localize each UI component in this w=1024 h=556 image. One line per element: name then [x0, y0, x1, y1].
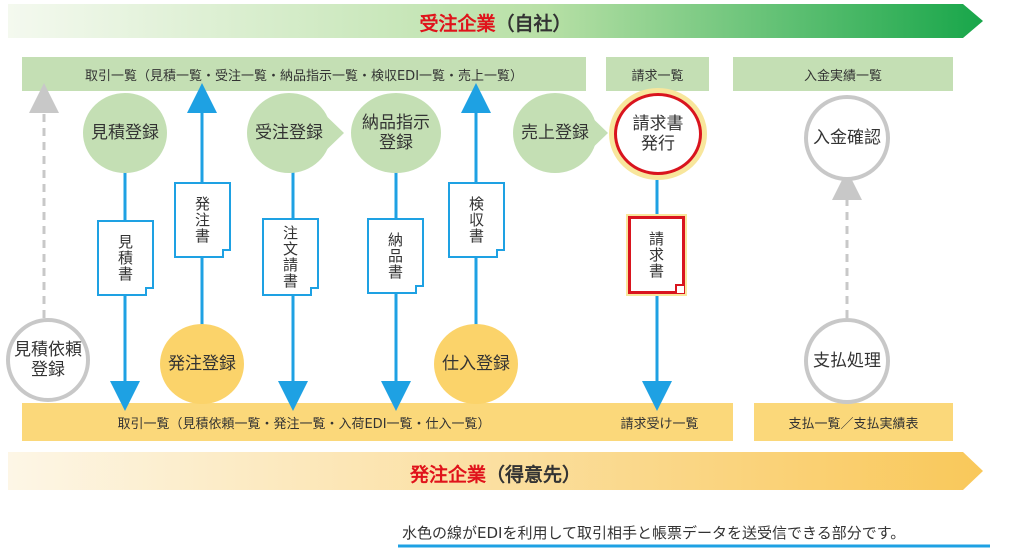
- top-banner-company: 受注企業: [419, 13, 496, 35]
- doc-invoice: 請求書: [628, 216, 685, 294]
- doc-delivery-label: 納品書: [386, 232, 404, 280]
- circle-quote-request-registration: 見積依頼 登録: [6, 318, 90, 402]
- doc-fold: [675, 284, 684, 293]
- bottom-banner-title: 発注企業（得意先）: [8, 460, 983, 487]
- doc-order: 発注書: [174, 182, 231, 258]
- doc-invoice-label: 請求書: [647, 231, 665, 279]
- doc-inspection-label: 検収書: [467, 196, 485, 244]
- circle-payment-processing: 支払処理: [804, 318, 890, 404]
- top-banner: 受注企業（自社）: [8, 4, 983, 38]
- doc-order-note: 注文請書: [262, 218, 319, 296]
- bottom-banner-company: 発注企業: [409, 464, 486, 486]
- doc-inspection: 検収書: [448, 182, 505, 258]
- top-list-payments-received: 入金実績一覧: [733, 57, 953, 91]
- doc-order-note-label: 注文請書: [281, 225, 299, 289]
- doc-fold: [222, 249, 231, 258]
- top-banner-sub: （自社）: [495, 13, 572, 35]
- circle-order-received-registration: 受注登録: [247, 93, 331, 173]
- doc-quote-label: 見積書: [116, 234, 134, 282]
- doc-quote: 見積書: [97, 220, 154, 296]
- circle-invoice-issue: 請求書 発行: [614, 93, 702, 175]
- doc-delivery: 納品書: [367, 218, 424, 294]
- doc-fold: [496, 249, 505, 258]
- edi-note: 水色の線がEDIを利用して取引相手と帳票データを送受信できる部分です。: [402, 524, 906, 542]
- circle-purchase-registration: 仕入登録: [434, 324, 518, 404]
- circle-sales-registration: 売上登録: [513, 93, 597, 173]
- top-banner-title: 受注企業（自社）: [8, 9, 983, 36]
- doc-fold: [310, 287, 319, 296]
- bottom-banner-sub: （得意先）: [486, 464, 582, 486]
- top-list-transactions: 取引一覧（見積一覧・受注一覧・納品指示一覧・検収EDI一覧・売上一覧）: [22, 57, 586, 91]
- circle-delivery-instruction-registration: 納品指示 登録: [351, 93, 441, 173]
- top-banner-arrow: [8, 4, 983, 38]
- bottom-list-payments: 支払一覧／支払実績表: [754, 403, 953, 441]
- doc-order-label: 発注書: [193, 196, 211, 244]
- bottom-banner: 発注企業（得意先）: [8, 452, 983, 490]
- circle-payment-confirmation: 入金確認: [804, 95, 890, 181]
- circle-order-registration: 発注登録: [160, 324, 244, 404]
- top-list-invoices: 請求一覧: [606, 57, 709, 91]
- doc-fold: [145, 287, 154, 296]
- doc-fold: [415, 285, 424, 294]
- bottom-banner-arrow: [8, 452, 983, 490]
- circle-quote-registration: 見積登録: [83, 93, 167, 173]
